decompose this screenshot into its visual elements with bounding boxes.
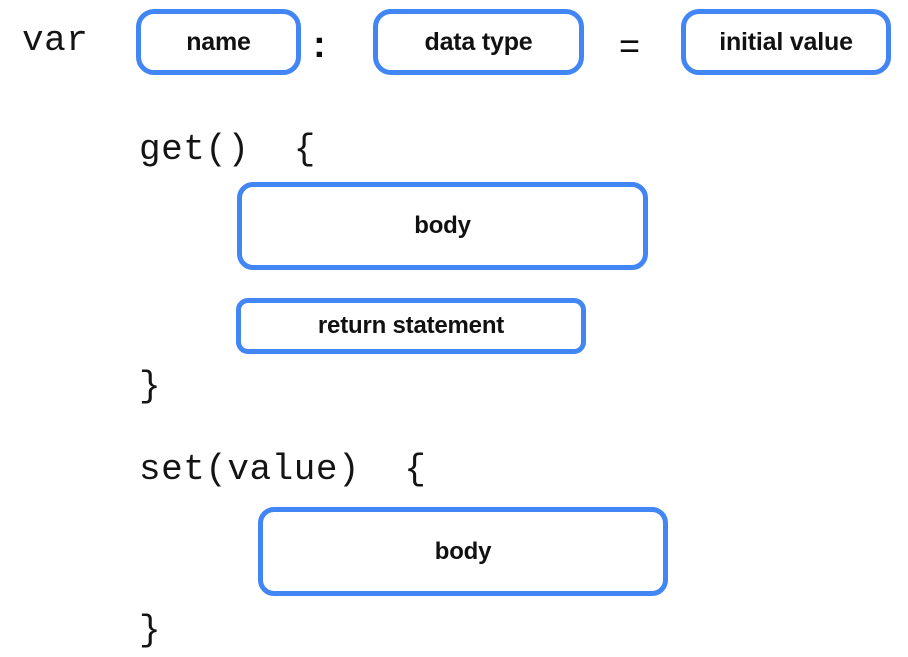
setter-close-brace: } [139,610,162,651]
getter-header: get() { [139,129,316,170]
placeholder-label-setter-body: body [434,537,492,565]
getter-close-brace: } [139,366,162,407]
operator-equals: = [619,25,641,66]
setter-header: set(value) { [139,449,427,490]
placeholder-box-setter-body[interactable]: body [258,507,668,596]
operator-colon: : [313,24,326,66]
placeholder-label-initial-value: initial value [719,27,853,56]
placeholder-box-return-statement[interactable]: return statement [236,298,586,354]
placeholder-box-data-type[interactable]: data type [373,9,584,75]
placeholder-label-return-statement: return statement [317,312,505,339]
keyword-var: var [22,20,89,61]
placeholder-box-getter-body[interactable]: body [237,182,648,270]
placeholder-label-getter-body: body [414,212,471,239]
placeholder-label-data-type: data type [424,27,533,56]
placeholder-box-name[interactable]: name [136,9,301,75]
placeholder-box-initial-value[interactable]: initial value [681,9,891,75]
placeholder-label-name: name [186,27,251,56]
